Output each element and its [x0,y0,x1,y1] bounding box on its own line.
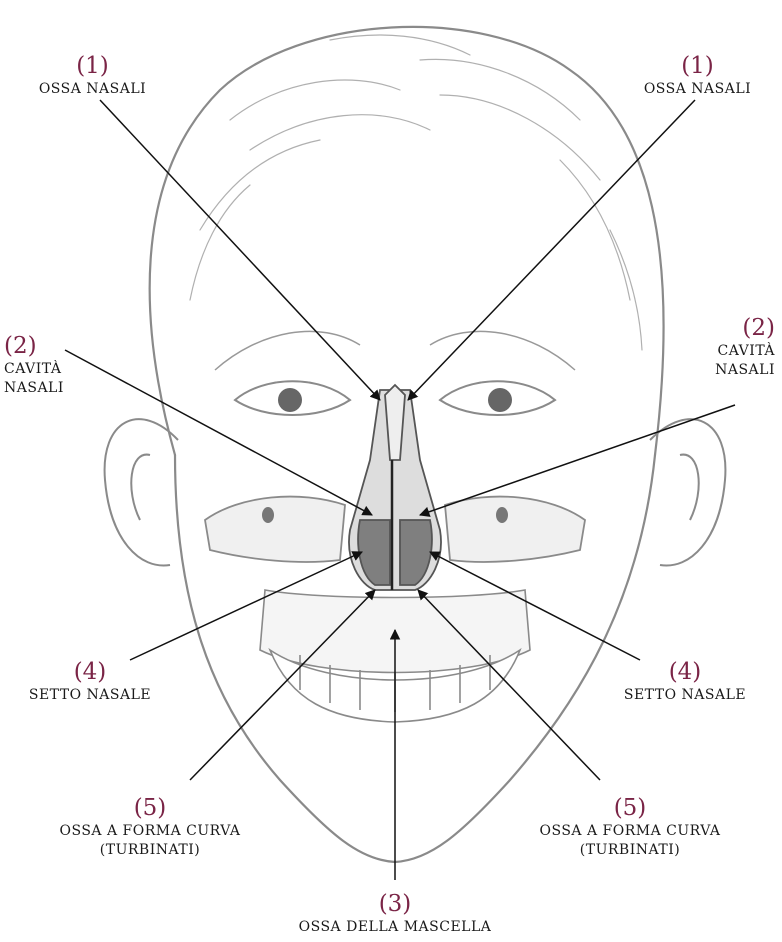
label-number: (2) [4,332,104,360]
label-nasal-bones-left: (1) OSSA NASALI [5,52,180,99]
label-nasal-cavities-right: (2) CAVITÀ NASALI [660,314,775,380]
label-number: (3) [270,890,520,918]
label-text: CAVITÀ [660,342,775,361]
label-text: OSSA A FORMA CURVA [510,822,750,841]
label-text: OSSA A FORMA CURVA [30,822,270,841]
label-septum-left: (4) SETTO NASALE [10,658,170,705]
label-nasal-bones-right: (1) OSSA NASALI [620,52,775,99]
label-nasal-cavities-left: (2) CAVITÀ NASALI [4,332,104,398]
leader-nasal-right [408,100,695,400]
label-turbinates-right: (5) OSSA A FORMA CURVA (TURBINATI) [510,794,750,860]
label-text: (TURBINATI) [30,841,270,860]
label-text: OSSA NASALI [620,80,775,99]
leader-cavity-right [420,405,735,515]
ear-left [105,419,178,565]
hair-strands [190,35,642,350]
label-text: SETTO NASALE [10,686,170,705]
label-septum-right: (4) SETTO NASALE [600,658,770,705]
label-number: (4) [600,658,770,686]
label-turbinates-left: (5) OSSA A FORMA CURVA (TURBINATI) [30,794,270,860]
label-text: CAVITÀ [4,360,104,379]
label-text: OSSA NASALI [5,80,180,99]
label-number: (4) [10,658,170,686]
label-text: SETTO NASALE [600,686,770,705]
ear-right [650,419,725,565]
label-number: (1) [620,52,775,80]
label-text: OSSA DELLA MASCELLA [270,918,520,937]
label-text: (TURBINATI) [510,841,750,860]
label-number: (5) [30,794,270,822]
label-maxilla: (3) OSSA DELLA MASCELLA [270,890,520,937]
label-number: (2) [660,314,775,342]
label-number: (1) [5,52,180,80]
leader-nasal-left [100,100,380,400]
nose-skull [349,385,441,590]
leader-cavity-left [65,350,372,515]
label-text: NASALI [4,379,104,398]
label-number: (5) [510,794,750,822]
label-text: NASALI [660,361,775,380]
eyebrows [215,331,575,370]
